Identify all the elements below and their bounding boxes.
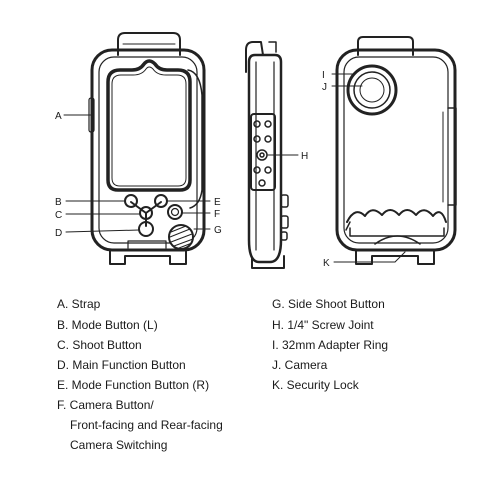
camera-lens	[346, 64, 398, 116]
callout-b: B	[55, 197, 62, 208]
legend-item-b: B. Mode Button (L)	[57, 318, 158, 332]
legend-item-c: C. Shoot Button	[57, 338, 142, 352]
callout-g: G	[214, 225, 222, 236]
front-view	[88, 32, 206, 265]
side-shoot-dial	[168, 224, 194, 250]
screw-joint-studs	[253, 120, 272, 187]
callout-f: F	[214, 209, 220, 220]
legend-item-e: E. Mode Function Button (R)	[57, 378, 210, 392]
legend-item-h: H. 1/4" Screw Joint	[272, 318, 374, 332]
side-view	[245, 41, 289, 269]
callout-a: A	[55, 111, 62, 122]
callout-i: I	[322, 70, 325, 81]
legend-item-j: J. Camera	[272, 358, 328, 372]
legend-item-g: G. Side Shoot Button	[272, 297, 385, 311]
legend-item-d: D. Main Function Button	[57, 358, 186, 372]
legend-item-f-line3: Camera Switching	[70, 438, 168, 452]
callout-j: J	[322, 82, 327, 93]
button-cluster	[124, 194, 183, 237]
legend-item-f: F. Camera Button/	[57, 398, 154, 412]
callout-c: C	[55, 210, 62, 221]
legend-item-a: A. Strap	[57, 297, 101, 311]
callout-e: E	[214, 197, 221, 208]
leader-lines	[63, 73, 406, 263]
legend-item-i: I. 32mm Adapter Ring	[272, 338, 389, 352]
legend-item-k: K. Security Lock	[272, 378, 359, 392]
legend-item-f-line2: Front-facing and Rear-facing	[70, 418, 223, 432]
callout-d: D	[55, 228, 62, 239]
housing-diagram: A B C D E F G H I J K	[55, 32, 457, 269]
security-lock	[345, 209, 447, 245]
callout-k: K	[323, 258, 330, 269]
callout-h: H	[301, 151, 308, 162]
back-view	[335, 36, 457, 265]
